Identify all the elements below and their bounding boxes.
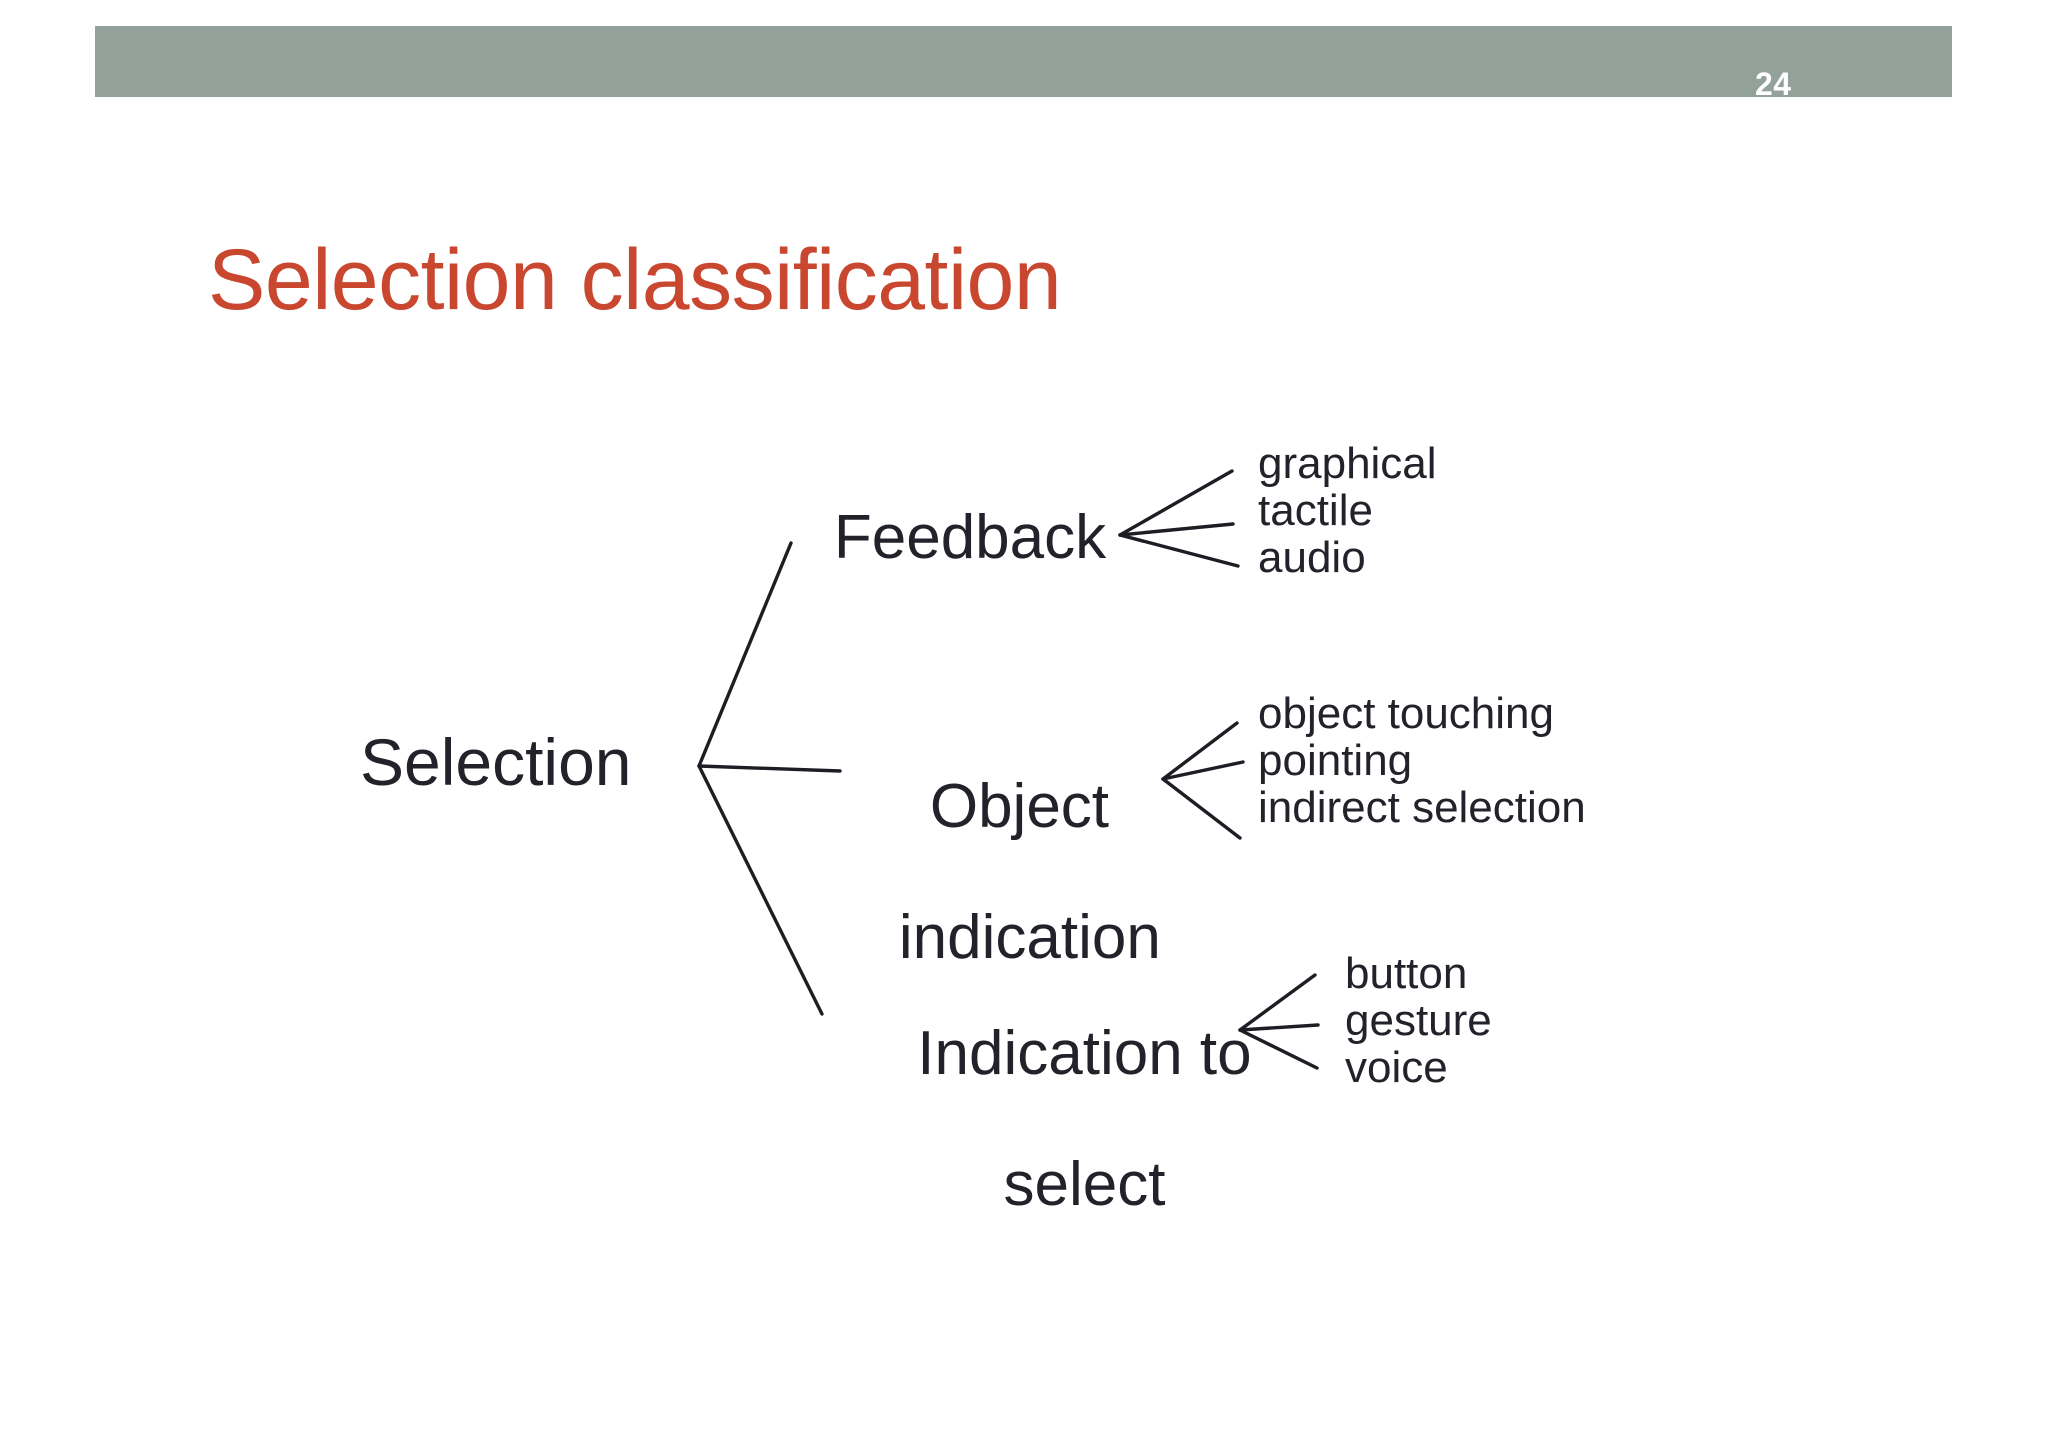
edge-object-to-pointing xyxy=(1161,760,1245,781)
tree-node-feedback: Feedback xyxy=(833,503,1107,572)
edge-object-to-object-touching xyxy=(1161,721,1239,781)
page-title: Selection classification xyxy=(208,231,1062,328)
edge-root-to-object xyxy=(697,764,842,773)
edge-object-to-indirect-selection xyxy=(1161,777,1242,840)
header-band: 24 xyxy=(95,26,1952,102)
edge-feedback-to-audio xyxy=(1118,533,1240,568)
tree-leaf-graphical: graphical xyxy=(1258,439,1437,488)
edge-root-to-indication xyxy=(697,764,824,1016)
tree-leaf-object-touching: object touching xyxy=(1258,689,1554,738)
tree-node-object-indication-line2: indication xyxy=(898,903,1161,973)
page-number: 24 xyxy=(1755,66,1792,102)
tree-leaf-pointing: pointing xyxy=(1258,736,1413,786)
tree-leaf-audio: audio xyxy=(1258,533,1366,583)
tree-leaf-gesture: gesture xyxy=(1345,996,1492,1046)
tree-node-object-indication: Object indication xyxy=(830,708,1161,1037)
edge-feedback-to-tactile xyxy=(1118,522,1235,537)
tree-leaf-voice: voice xyxy=(1345,1043,1448,1093)
tree-leaves-indication-to-select: button gesture voice xyxy=(1345,950,1492,1091)
edge-feedback-to-graphical xyxy=(1118,469,1234,537)
tree-leaf-button: button xyxy=(1345,949,1468,998)
tree-node-indication-to-select: Indication to select xyxy=(845,955,1255,1284)
tree-node-selection: Selection xyxy=(360,725,632,799)
tree-node-indication-to-select-line2: select xyxy=(1003,1150,1166,1220)
tree-node-object-indication-line1: Object xyxy=(929,771,1110,841)
tree-node-indication-to-select-line1: Indication to xyxy=(917,1018,1252,1088)
tree-leaves-feedback: graphical tactile audio xyxy=(1258,440,1437,581)
tree-leaf-tactile: tactile xyxy=(1258,486,1373,536)
tree-leaf-indirect-selection: indirect selection xyxy=(1258,783,1586,833)
edge-root-to-feedback xyxy=(697,541,793,768)
tree-leaves-object-indication: object touching pointing indirect select… xyxy=(1258,690,1586,831)
